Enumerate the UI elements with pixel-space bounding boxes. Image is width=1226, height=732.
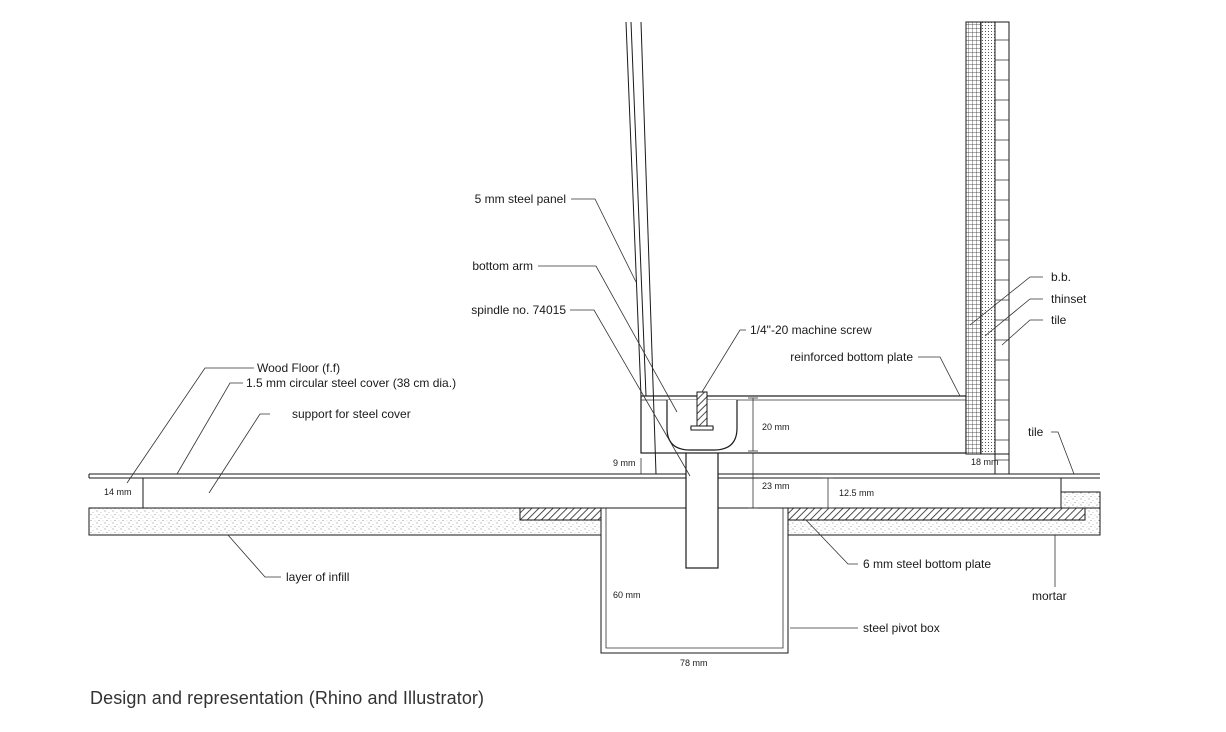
label-tile-floor: tile	[1028, 425, 1044, 439]
label-steel-cover: 1.5 mm circular steel cover (38 cm dia.)	[246, 376, 456, 390]
dim-12-5mm: 12.5 mm	[839, 488, 874, 498]
floor-assembly	[88, 473, 1100, 509]
label-bottom-plate: 6 mm steel bottom plate	[863, 557, 991, 571]
figure-caption: Design and representation (Rhino and Ill…	[90, 688, 485, 708]
label-steel-panel: 5 mm steel panel	[475, 192, 566, 206]
wall-assembly	[965, 21, 1010, 475]
label-machine-screw: 1/4"-20 machine screw	[750, 323, 872, 337]
dim-60mm: 60 mm	[613, 590, 641, 600]
dim-9mm: 9 mm	[613, 458, 636, 468]
label-mortar: mortar	[1032, 589, 1067, 603]
label-bottom-arm: bottom arm	[472, 259, 533, 273]
dim-20mm: 20 mm	[762, 422, 790, 432]
steel-pivot-box	[600, 508, 789, 654]
label-infill: layer of infill	[286, 570, 349, 584]
reinforced-bottom-plate	[640, 395, 967, 454]
dim-18mm: 18 mm	[971, 457, 999, 467]
label-reinforced-plate: reinforced bottom plate	[790, 350, 913, 364]
dimension-lines	[640, 397, 833, 509]
label-thinset: thinset	[1051, 292, 1087, 306]
steel-bottom-plate	[519, 507, 1086, 521]
label-spindle: spindle no. 74015	[471, 303, 566, 317]
label-tile-wall: tile	[1051, 313, 1067, 327]
leader-lines	[126, 198, 1075, 629]
label-bb: b.b.	[1051, 270, 1071, 284]
spindle	[685, 450, 719, 569]
label-pivot-box: steel pivot box	[863, 621, 940, 635]
dim-23mm: 23 mm	[762, 481, 790, 491]
label-wood-floor: Wood Floor (f.f)	[257, 361, 340, 375]
dim-78mm: 78 mm	[680, 658, 708, 668]
label-support-cover: support for steel cover	[292, 407, 411, 421]
steel-panel	[625, 21, 657, 475]
dim-14mm: 14 mm	[104, 487, 132, 497]
